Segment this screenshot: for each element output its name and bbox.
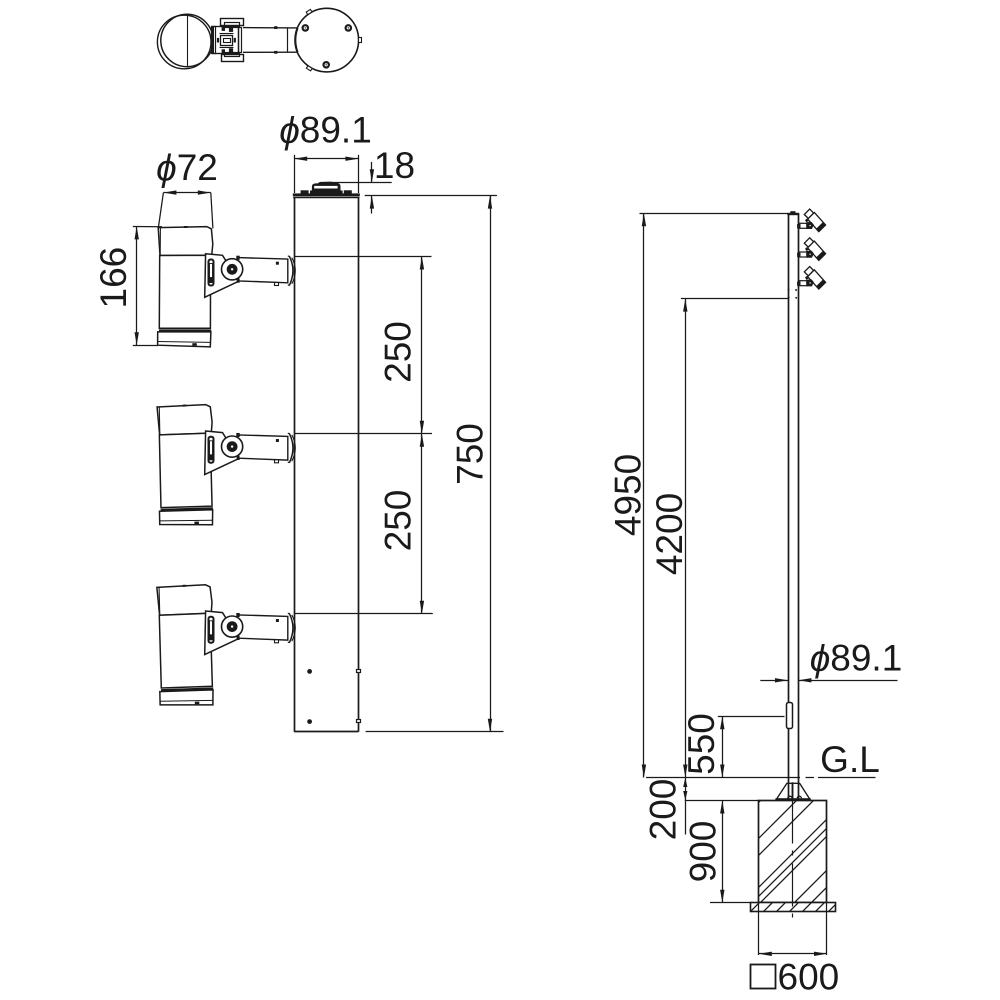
- svg-text:250: 250: [378, 321, 419, 383]
- svg-text:600: 600: [778, 956, 840, 997]
- svg-text:4950: 4950: [608, 454, 649, 536]
- svg-text:250: 250: [378, 490, 419, 552]
- svg-text:750: 750: [450, 423, 491, 485]
- svg-text:166: 166: [93, 247, 134, 309]
- svg-text:900: 900: [683, 821, 724, 883]
- svg-text:200: 200: [643, 779, 684, 841]
- svg-text:4200: 4200: [649, 493, 690, 575]
- svg-text:18: 18: [374, 145, 415, 186]
- svg-text:ϕ89.1: ϕ89.1: [810, 638, 903, 679]
- svg-text:550: 550: [681, 713, 722, 775]
- svg-text:ϕ89.1: ϕ89.1: [279, 110, 372, 151]
- svg-text:G.L: G.L: [820, 739, 880, 780]
- svg-text:ϕ72: ϕ72: [156, 147, 218, 188]
